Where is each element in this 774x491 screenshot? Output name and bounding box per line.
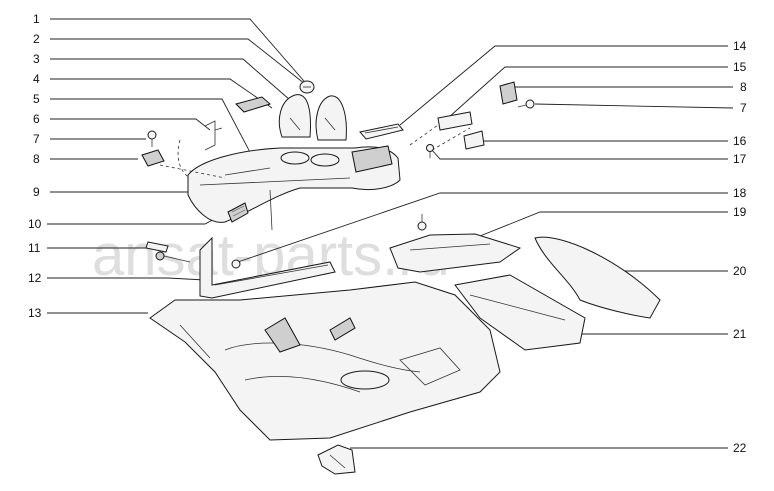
left-callouts: 1 2 3 4 5 6 7 8 9 10 11 12 13 — [28, 12, 42, 320]
callout-22: 22 — [733, 441, 747, 455]
callout-9: 9 — [33, 185, 40, 199]
callout-19: 19 — [733, 205, 747, 219]
callout-15: 15 — [733, 60, 747, 74]
leader-19 — [469, 211, 728, 241]
callout-2: 2 — [33, 32, 40, 46]
part-2-knob — [299, 80, 315, 94]
part-4-pad — [235, 96, 272, 113]
part-22-bracket — [317, 444, 356, 475]
part-15-bracket — [437, 111, 473, 131]
leader-6 — [50, 118, 211, 131]
part-14-trim-strip — [359, 123, 404, 140]
part-8-clip-left — [141, 149, 165, 167]
callout-18: 18 — [733, 186, 747, 200]
leader-7-right — [534, 103, 734, 109]
part-21-carpet — [454, 274, 586, 351]
part-12-side-panel — [199, 236, 336, 299]
part-6-bracket — [204, 120, 223, 151]
part-11-screws — [145, 241, 191, 263]
assembly-dashes — [159, 119, 471, 179]
part-7-screw-left — [147, 130, 157, 147]
callout-4: 4 — [33, 72, 40, 86]
callout-13: 13 — [28, 306, 42, 320]
leader-1 — [50, 18, 311, 89]
part-20-mat — [534, 236, 661, 319]
part-18-screw — [231, 214, 427, 269]
leader-5 — [50, 98, 263, 176]
leader-14 — [399, 45, 728, 126]
callout-5: 5 — [33, 92, 40, 106]
leader-12 — [47, 277, 206, 281]
part-19-trim — [389, 233, 522, 273]
callout-10: 10 — [28, 217, 42, 231]
part-13-floor-pan — [149, 281, 501, 441]
callout-12: 12 — [28, 271, 42, 285]
callout-1: 1 — [33, 12, 40, 26]
callout-8-left: 8 — [33, 152, 40, 166]
part-3-lever-boots — [278, 94, 347, 141]
right-callouts: 14 15 8 7 16 17 18 19 20 21 22 — [733, 39, 747, 455]
leader-3 — [50, 58, 291, 101]
callout-7-right: 7 — [740, 101, 747, 115]
callout-6: 6 — [33, 112, 40, 126]
part-9-center-console — [187, 145, 401, 231]
callout-3: 3 — [33, 52, 40, 66]
leader-2 — [50, 38, 306, 85]
callout-7-left: 7 — [33, 132, 40, 146]
part-17-screw — [426, 144, 434, 158]
callout-21: 21 — [733, 327, 747, 341]
leader-17 — [431, 149, 728, 160]
callout-14: 14 — [733, 39, 747, 53]
part-16-clip — [463, 130, 485, 150]
part-7-screw-right — [517, 99, 535, 109]
part-8-clip-right — [499, 81, 518, 105]
callout-20: 20 — [733, 264, 747, 278]
leader-18 — [234, 192, 728, 264]
callout-11: 11 — [28, 241, 41, 255]
leader-15 — [447, 66, 728, 119]
leader-21 — [559, 329, 728, 335]
leader-lines-right — [234, 45, 734, 449]
callout-16: 16 — [733, 134, 747, 148]
callout-8-right: 8 — [740, 80, 747, 94]
callout-17: 17 — [733, 152, 747, 166]
